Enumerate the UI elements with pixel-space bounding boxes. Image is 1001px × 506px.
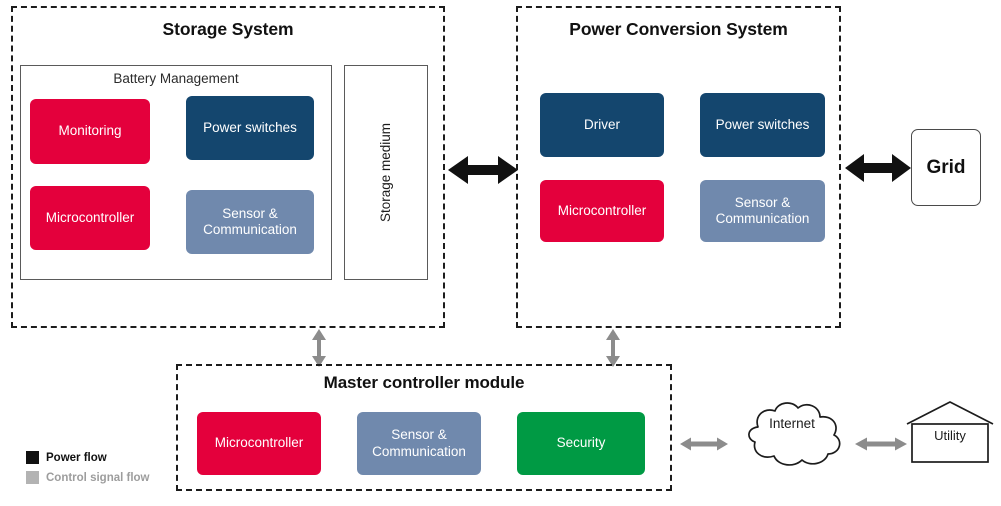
legend: Power flow Control signal flow: [26, 451, 201, 484]
legend-item-power-flow: Power flow: [26, 451, 201, 464]
master-block-security[interactable]: Security: [517, 412, 645, 475]
pcs-block-sensor-communication[interactable]: Sensor & Communication: [700, 180, 825, 242]
control-flow-arrow-master-internet: [680, 437, 728, 451]
power-flow-arrow-pcs-grid: [845, 154, 911, 182]
pcs-block-driver[interactable]: Driver: [540, 93, 664, 157]
storage-system-title: Storage System: [162, 19, 294, 39]
pcs-sensor-communication-label: Sensor & Communication: [715, 194, 810, 226]
bms-block-power-switches[interactable]: Power switches: [186, 96, 314, 160]
bms-block-microcontroller[interactable]: Microcontroller: [30, 186, 150, 250]
pcs-block-microcontroller[interactable]: Microcontroller: [540, 180, 664, 242]
storage-medium-label: Storage medium: [378, 122, 394, 223]
pcs-block-power-switches[interactable]: Power switches: [700, 93, 825, 157]
master-block-microcontroller[interactable]: Microcontroller: [197, 412, 321, 475]
grid-box[interactable]: Grid: [911, 129, 981, 206]
control-flow-arrow-pcs-master: [606, 329, 620, 367]
bms-block-monitoring[interactable]: Monitoring: [30, 99, 150, 164]
power-flow-arrow-storage-pcs: [448, 156, 518, 184]
control-flow-arrow-storage-master: [312, 329, 326, 367]
storage-system-container: [11, 6, 445, 328]
internet-label: Internet: [769, 416, 815, 431]
power-conversion-system-title: Power Conversion System: [569, 19, 788, 39]
master-sensor-communication-label: Sensor & Communication: [372, 427, 466, 459]
bms-sensor-communication-label: Sensor & Communication: [203, 205, 297, 237]
master-controller-title: Master controller module: [323, 373, 525, 392]
control-flow-arrow-internet-utility: [855, 437, 907, 451]
legend-swatch-control-signal-flow: [26, 471, 39, 484]
storage-medium-box[interactable]: Storage medium: [344, 65, 428, 280]
legend-label-control-signal-flow: Control signal flow: [46, 471, 150, 484]
bms-block-sensor-communication[interactable]: Sensor & Communication: [186, 190, 314, 254]
utility-label: Utility: [934, 428, 966, 443]
legend-swatch-power-flow: [26, 451, 39, 464]
power-conversion-system-container: [516, 6, 841, 328]
utility-house[interactable]: Utility: [905, 398, 995, 470]
master-controller-container: [176, 364, 672, 491]
legend-item-control-signal-flow: Control signal flow: [26, 471, 201, 484]
internet-cloud[interactable]: Internet: [728, 398, 856, 470]
legend-label-power-flow: Power flow: [46, 451, 107, 464]
battery-management-title: Battery Management: [113, 71, 239, 86]
master-block-sensor-communication[interactable]: Sensor & Communication: [357, 412, 481, 475]
